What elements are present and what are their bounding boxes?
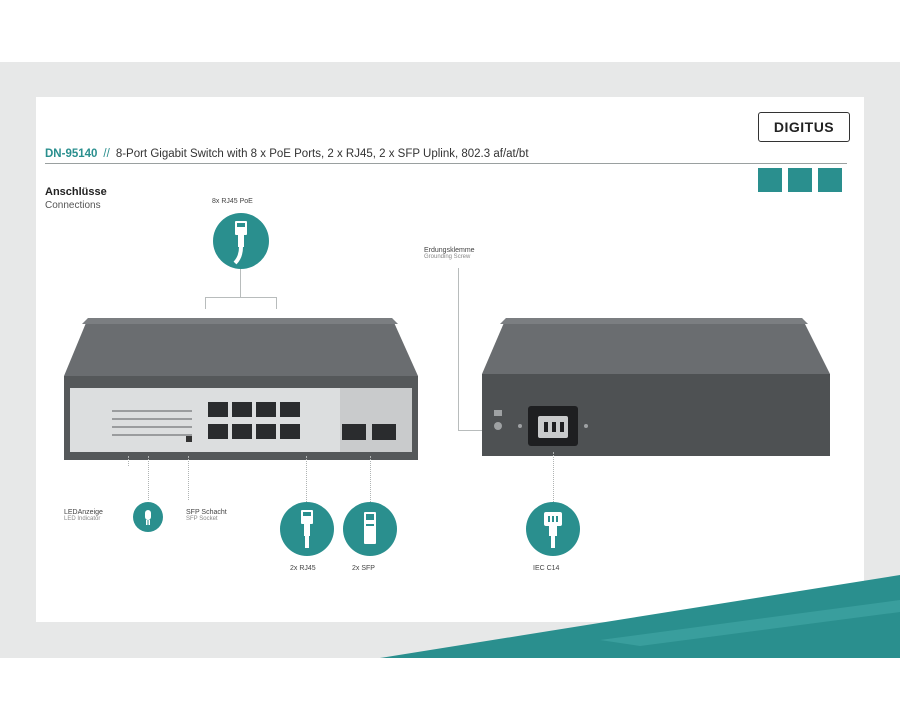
switch-front-view [64,318,418,460]
sfp-slots [342,424,396,440]
sfp-label: 2x SFP [352,565,375,572]
brand-logo: DIGITUS [758,112,850,142]
switch-rear-view [482,318,830,456]
sfp-slot-label-en: SFP Socket [186,516,218,522]
connector-line [188,456,189,500]
rj45-label: 2x RJ45 [290,565,316,572]
led-icon [133,502,163,532]
section-subtitle: Connections [45,200,101,211]
connector-line [205,297,206,309]
power-label: IEC C14 [533,565,560,572]
sfp-slot-label: SFP Schacht SFP Socket [186,509,227,522]
section-title: Anschlüsse [45,186,107,198]
front-panel [70,388,340,452]
rj45-poe-ports [208,402,300,439]
feature-badge [818,168,842,192]
connector-line [148,456,149,500]
feature-badge [788,168,812,192]
model-number: DN-95140 [45,148,98,160]
connector-line [240,269,241,297]
feature-badge [758,168,782,192]
connector-line [205,297,277,298]
connector-line [276,297,277,309]
iec-power-socket [518,406,588,446]
brand-logo-text: DIGITUS [773,119,835,135]
led-label-de: LEDAnzeige [64,509,103,516]
rj45-plug-icon [280,502,334,556]
rj45-cable-icon [213,213,269,269]
connector-line [306,456,307,502]
grounding-label: Erdungsklemme Grounding Screw [424,247,475,260]
grounding-label-de: Erdungsklemme [424,247,475,254]
grounding-label-en: Grounding Screw [424,254,471,260]
iec-power-plug-icon [526,502,580,556]
product-description: 8-Port Gigabit Switch with 8 x PoE Ports… [115,148,529,160]
sfp-module-icon [343,502,397,556]
led-label-en: LED Indicator [64,516,101,522]
connector-line [458,268,459,430]
header-separator: // [103,148,110,160]
feature-badges [758,168,842,192]
led-label: LEDAnzeige LED Indicator [64,509,103,522]
sfp-slot-label-de: SFP Schacht [186,509,227,516]
grounding-screw [494,410,502,430]
poe-ports-label: 8x RJ45 PoE [212,198,253,205]
header-rule [45,163,847,164]
connector-line [553,452,554,502]
led-panel [112,410,192,442]
connector-line [370,456,371,502]
product-header: DN-95140 // 8-Port Gigabit Switch with 8 x… [45,148,855,160]
connector-line [128,456,129,466]
connector-line [458,430,490,431]
